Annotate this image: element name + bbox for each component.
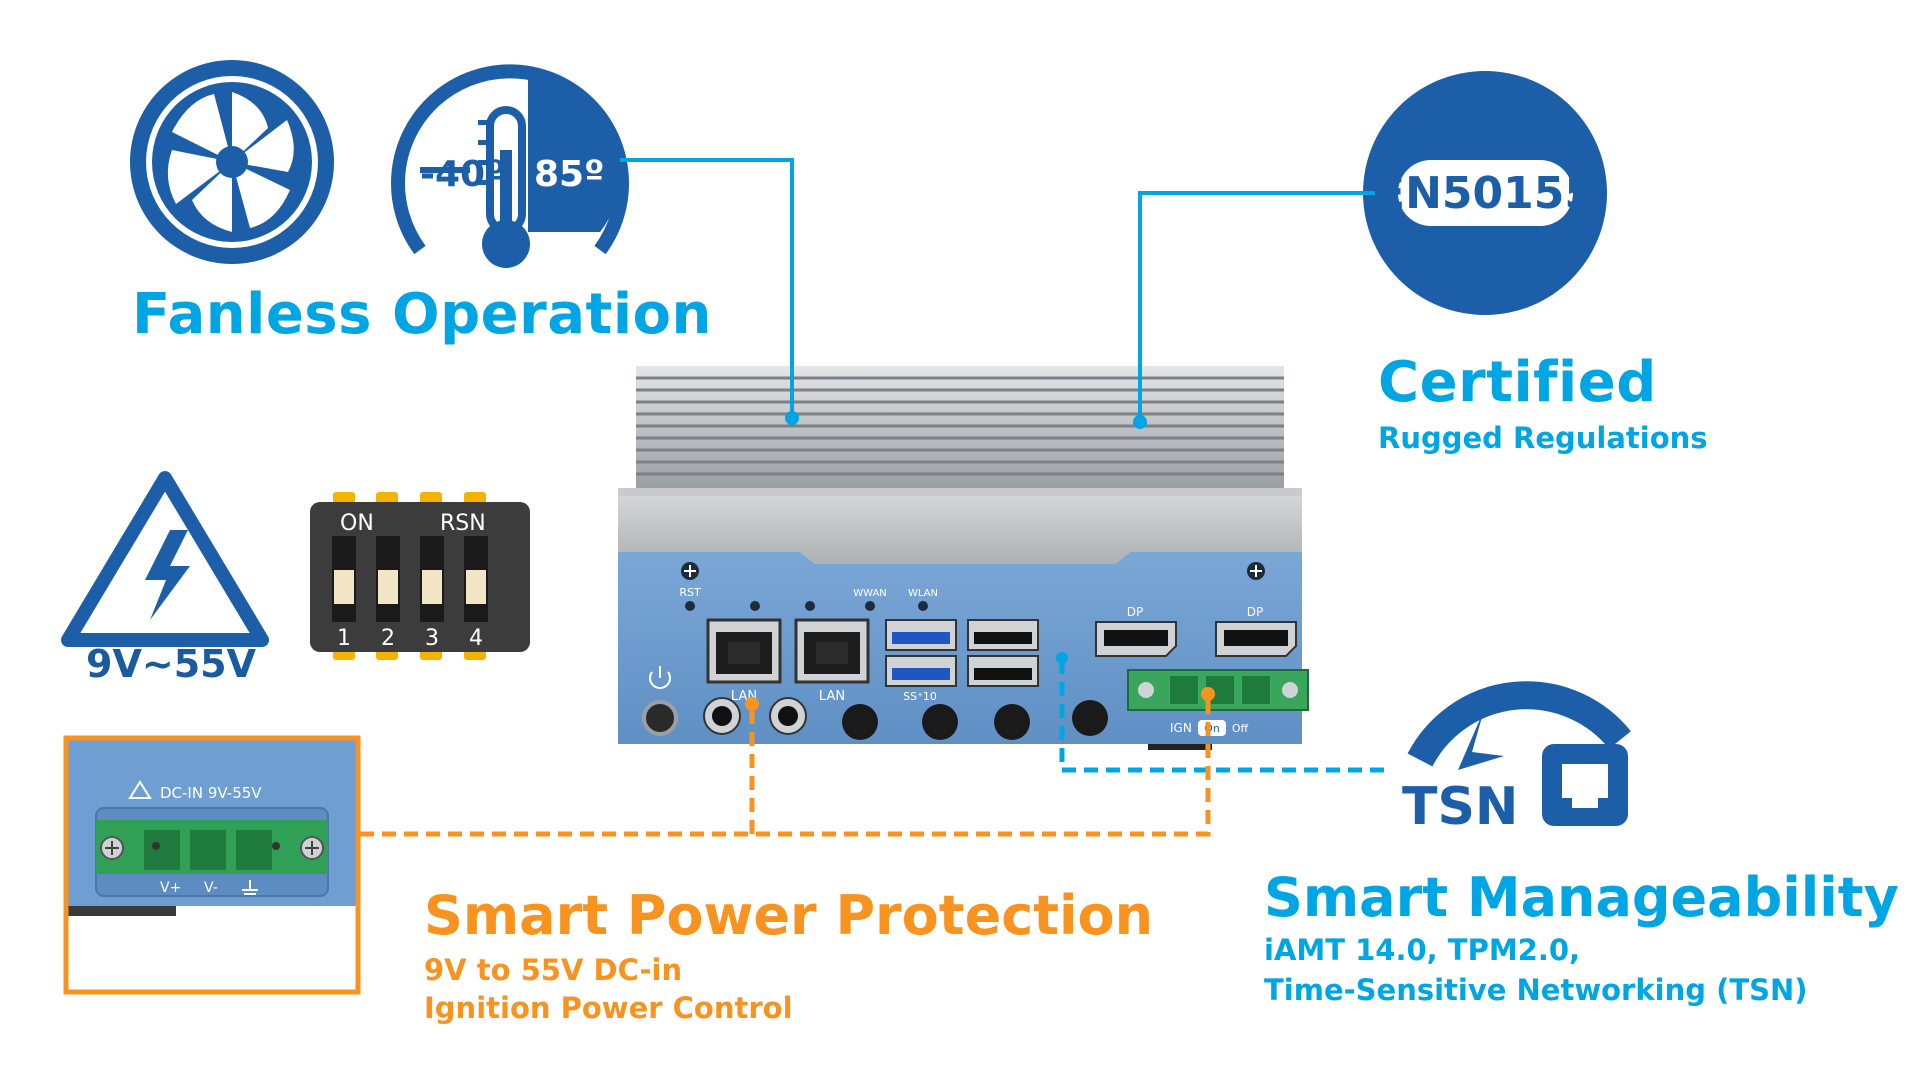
temp-high-label: 85º	[534, 154, 604, 195]
dip-position-2: 2	[381, 626, 395, 651]
dip-switch-icon: ON RSN 1 2 3 4	[310, 492, 530, 660]
fanless-title: Fanless Operation	[132, 282, 712, 347]
en50155-label: EN50155	[1375, 168, 1595, 219]
dc-in-pin-vminus: V-	[204, 880, 218, 896]
dip-position-1: 1	[337, 626, 351, 651]
lan2-label: LAN	[819, 689, 845, 704]
dp2-label: DP	[1247, 605, 1263, 619]
dip-rsn-label: RSN	[440, 511, 486, 536]
temp-low-label: -40º	[420, 154, 505, 195]
dp1-label: DP	[1127, 605, 1143, 619]
certified-title: Certified	[1378, 350, 1657, 415]
ign-label: IGN	[1170, 721, 1192, 735]
fan-icon	[130, 60, 334, 264]
smart-power-line1: 9V to 55V DC-in	[424, 953, 683, 987]
dip-on-label: ON	[340, 511, 374, 536]
thermometer-icon: -40º 85º	[391, 64, 629, 268]
embedded-pc-device: RST WWAN WLAN LAN LAN SS⁺10 DP DP	[618, 366, 1309, 750]
smart-power-title: Smart Power Protection	[424, 884, 1154, 947]
usb-ss-label: SS⁺10	[903, 690, 937, 703]
wlan-label: WLAN	[908, 588, 938, 599]
smart-manage-line1: iAMT 14.0, TPM2.0,	[1264, 933, 1581, 967]
dc-in-label: DC-IN 9V-55V	[160, 784, 262, 802]
smart-power-line2: Ignition Power Control	[424, 991, 793, 1025]
en50155-badge-icon: EN50155	[1363, 71, 1607, 315]
rst-label: RST	[679, 586, 701, 599]
dip-position-3: 3	[425, 626, 439, 651]
dip-position-4: 4	[469, 626, 483, 651]
certified-subtitle: Rugged Regulations	[1378, 421, 1708, 455]
smart-manage-line2: Time-Sensitive Networking (TSN)	[1264, 973, 1808, 1007]
lightning-warning-icon	[61, 471, 269, 647]
connector-lines	[360, 158, 1392, 837]
tsn-clock-icon: TSN	[1402, 681, 1631, 837]
smart-manage-title: Smart Manageability	[1264, 866, 1899, 929]
power-range-label: 9V~55V	[86, 642, 256, 686]
dc-in-zoom-inset: DC-IN 9V-55V V+ V-	[63, 735, 361, 995]
ign-off-label: Off	[1232, 722, 1249, 735]
tsn-label: TSN	[1402, 777, 1518, 837]
dc-in-pin-vplus: V+	[160, 880, 181, 896]
wwan-label: WWAN	[853, 588, 887, 599]
